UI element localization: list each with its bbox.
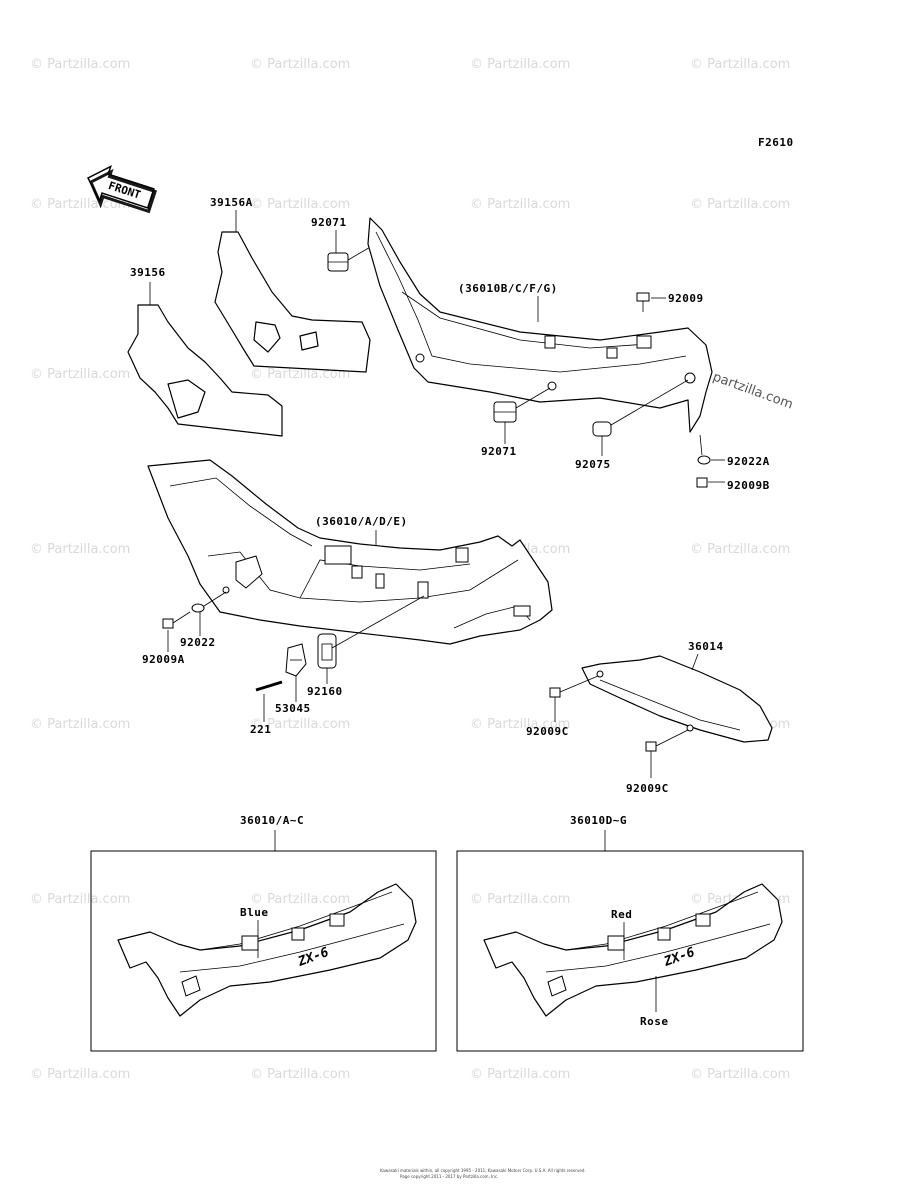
watermark-text: © Partzilla.com <box>470 892 570 907</box>
watermark-text: © Partzilla.com <box>30 892 130 907</box>
watermark-text: © Partzilla.com <box>30 542 130 557</box>
watermark-text: © Partzilla.com <box>690 1067 790 1082</box>
label-92009B: 92009B <box>727 479 770 492</box>
label-221: 221 <box>250 723 271 736</box>
variant-box-right: 36010D~G ZX-6 Red Rose <box>456 814 804 1052</box>
label-39156A: 39156A <box>210 196 253 209</box>
inner-cover-39156 <box>127 304 283 437</box>
watermark-text: © Partzilla.com <box>690 197 790 212</box>
bolt-92009 <box>636 292 650 312</box>
tail-cover-36014 <box>581 655 773 743</box>
label-53045: 53045 <box>275 702 311 715</box>
watermark-text: © Partzilla.com <box>690 57 790 72</box>
washer-92022A <box>697 455 711 465</box>
label-92160: 92160 <box>307 685 343 698</box>
bolt-92009C-2 <box>645 741 657 752</box>
watermark-text: © Partzilla.com <box>690 542 790 557</box>
bolt-92009C-1 <box>549 687 561 698</box>
grommet-92075 <box>592 421 612 437</box>
label-36010ADE: (36010/A/D/E) <box>315 515 408 528</box>
lower-cowl <box>147 459 553 645</box>
damper-92160 <box>317 633 337 669</box>
watermark-text: © Partzilla.com <box>30 367 130 382</box>
body-color-right: Rose <box>640 1015 669 1028</box>
footer-copyright: Kawasaki materials within, all copyright… <box>380 1168 586 1173</box>
watermark-text: © Partzilla.com <box>250 1067 350 1082</box>
label-36014: 36014 <box>688 640 724 653</box>
label-92009C-2: 92009C <box>626 782 669 795</box>
label-92009C-1: 92009C <box>526 725 569 738</box>
inner-cover-39156A <box>214 231 371 373</box>
label-36010BCFG: (36010B/C/F/G) <box>458 282 558 295</box>
label-92075: 92075 <box>575 458 611 471</box>
variant-title-left: 36010/A~C <box>240 814 304 827</box>
label-92009: 92009 <box>668 292 704 305</box>
label-92071-mid: 92071 <box>481 445 517 458</box>
watermark-text: © Partzilla.com <box>30 57 130 72</box>
grommet-92071-top <box>327 252 349 272</box>
washer-92022 <box>191 603 205 613</box>
watermark-text: © Partzilla.com <box>250 892 350 907</box>
watermark-text: © Partzilla.com <box>250 717 350 732</box>
grommet-92071-mid <box>493 401 517 423</box>
watermark-text: © Partzilla.com <box>470 57 570 72</box>
figure-code: F2610 <box>758 136 794 149</box>
stripe-color-right: Red <box>611 908 632 921</box>
label-39156: 39156 <box>130 266 166 279</box>
watermark-text: © Partzilla.com <box>470 717 570 732</box>
watermark-text: © Partzilla.com <box>30 1067 130 1082</box>
upper-side-cover <box>367 217 713 433</box>
bolt-92009A <box>162 618 174 629</box>
watermark-text: © Partzilla.com <box>470 1067 570 1082</box>
clip-53045 <box>285 643 307 677</box>
footer-page-copyright: Page copyright 2011 - 2017 by Partzilla.… <box>400 1174 498 1179</box>
watermark-diagonal: partzilla.com <box>711 370 795 413</box>
label-92022A: 92022A <box>727 455 770 468</box>
label-92022: 92022 <box>180 636 216 649</box>
front-arrow-icon: FRONT <box>86 164 158 214</box>
bolt-92009B <box>696 477 708 488</box>
watermark-text: © Partzilla.com <box>250 367 350 382</box>
watermark-text: © Partzilla.com <box>30 717 130 732</box>
screw-221 <box>255 680 283 692</box>
watermark-text: © Partzilla.com <box>30 197 130 212</box>
variant-title-right: 36010D~G <box>570 814 627 827</box>
label-92009A: 92009A <box>142 653 185 666</box>
watermark-text: © Partzilla.com <box>250 57 350 72</box>
stripe-color-left: Blue <box>240 906 269 919</box>
watermark-text: © Partzilla.com <box>470 197 570 212</box>
variant-box-left: 36010/A~C ZX-6 Blue <box>90 814 437 1052</box>
watermark-text: © Partzilla.com <box>250 197 350 212</box>
label-92071-top: 92071 <box>311 216 347 229</box>
